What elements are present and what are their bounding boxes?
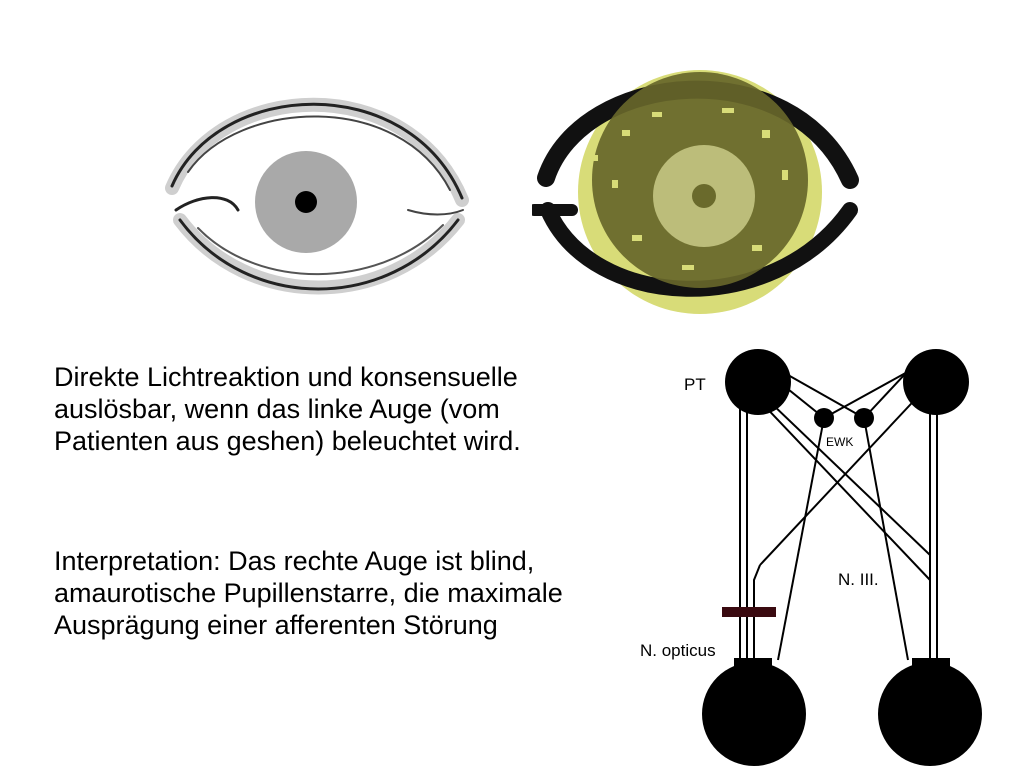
observation-text: Direkte Lichtreaktion und konsensuelle a… <box>54 362 521 456</box>
eye-outline-sketch <box>165 97 469 295</box>
texture-specks <box>592 108 788 270</box>
pupil-left <box>295 191 317 213</box>
left-eye-illustration <box>165 97 469 295</box>
eyeball-left <box>702 662 806 766</box>
eyeball-right <box>878 662 982 766</box>
pupil-reflex-pathway-diagram: PT EWK N. III. N. opticus <box>640 349 982 766</box>
optic-nerve-lesion <box>722 607 776 617</box>
interpretation-text: Interpretation: Das rechte Auge ist blin… <box>54 546 563 640</box>
ewk-nucleus-right <box>854 408 874 428</box>
label-pt: PT <box>684 375 706 394</box>
label-n-iii: N. III. <box>838 570 879 589</box>
pretectal-nucleus-right <box>903 349 969 415</box>
pretectal-nucleus-left <box>725 349 791 415</box>
label-n-opticus: N. opticus <box>640 641 716 660</box>
ewk-nucleus-left <box>814 408 834 428</box>
right-eye-illustration <box>532 70 859 314</box>
label-ewk: EWK <box>826 435 853 449</box>
pupil-right <box>692 184 716 208</box>
